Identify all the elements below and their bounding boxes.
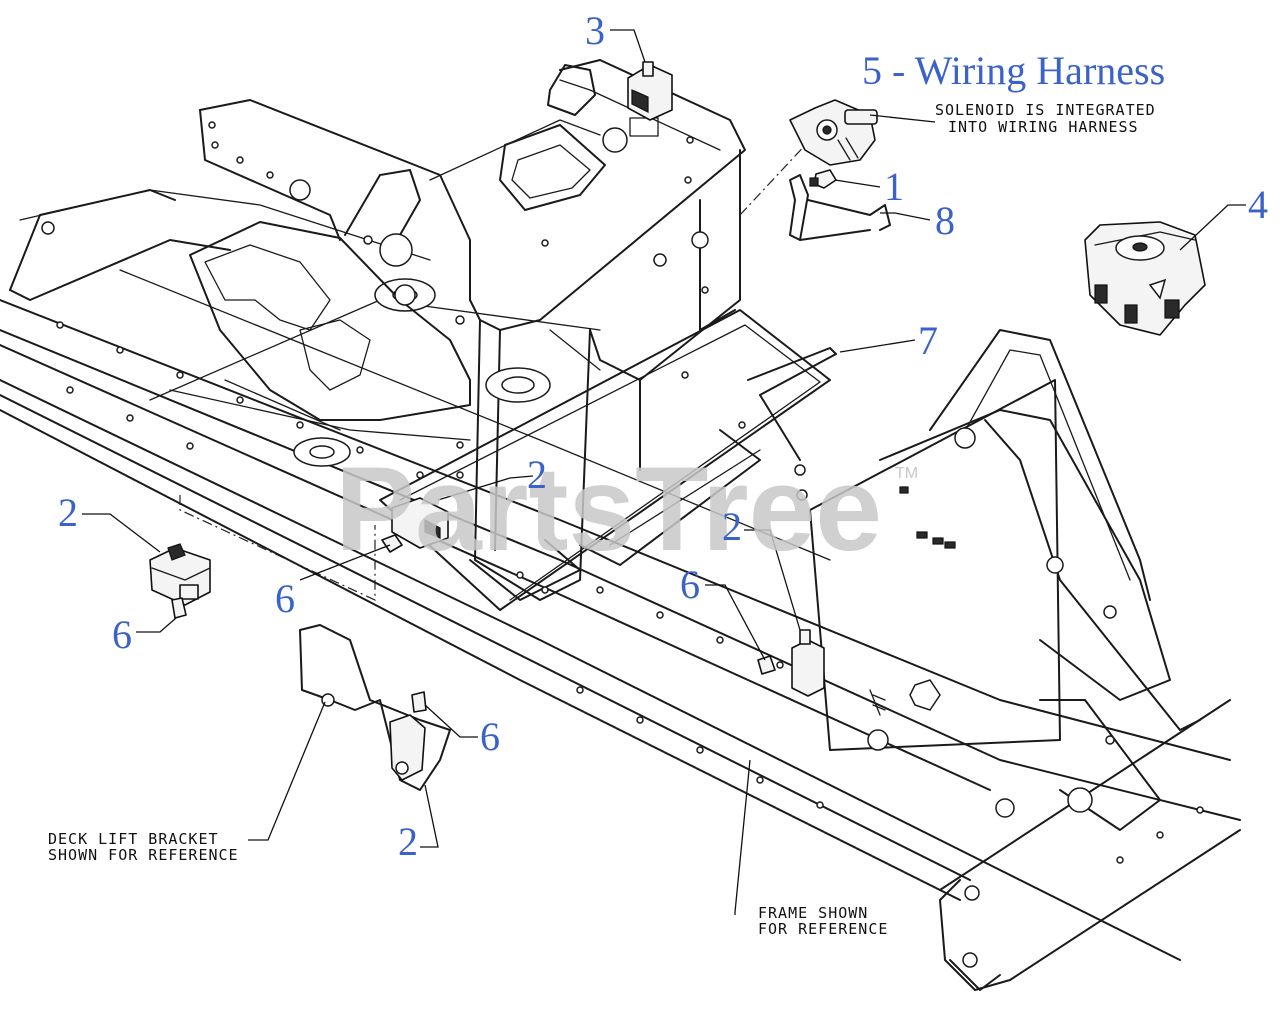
- leader-lines: [82, 29, 1246, 915]
- floor-plate: [379, 309, 831, 611]
- callout-2-right: 2: [722, 504, 742, 549]
- deck-lift-bracket: [299, 624, 451, 791]
- switch-part-2-right: [791, 629, 825, 697]
- note-solenoid-line1: SOLENOID IS INTEGRATED: [935, 101, 1156, 119]
- note-frame-line1: FRAME SHOWN: [758, 904, 868, 922]
- callout-6-center: 6: [275, 576, 295, 621]
- diagram-title: 5 - Wiring Harness: [862, 48, 1165, 93]
- callout-6-right: 6: [680, 562, 700, 607]
- callout-2-bracket: 2: [398, 819, 418, 864]
- screw-part-6-bracket: [411, 691, 427, 713]
- note-solenoid-line2: INTO WIRING HARNESS: [948, 118, 1139, 136]
- ignition-switch-part-4: [1084, 221, 1206, 336]
- switch-part-2-center: [391, 497, 449, 549]
- dash-panel: [809, 329, 1201, 831]
- seat-adjust-plate: [189, 169, 471, 421]
- screw-part-6-left: [171, 597, 187, 619]
- frame-rails: [0, 189, 1241, 991]
- callout-4: 4: [1248, 182, 1268, 227]
- seat-switch-part-3: [627, 61, 673, 121]
- callout-1: 1: [884, 164, 904, 209]
- rail-holes: [56, 321, 1204, 864]
- solenoid-part: [789, 99, 878, 166]
- assembly-lines: [179, 139, 811, 601]
- seat-tower: [199, 59, 746, 601]
- callout-2-left: 2: [58, 490, 78, 535]
- screw-part-6-right: [757, 655, 776, 675]
- floor-pan: [149, 278, 601, 467]
- note-frame-line2: FOR REFERENCE: [758, 920, 888, 938]
- watermark: PartsTree: [335, 442, 882, 576]
- callout-6-bracket: 6: [480, 714, 500, 759]
- switch-part-2-left: [149, 543, 211, 606]
- callout-2-center: 2: [527, 452, 547, 497]
- callouts: 3 1 8 4 7 2 6 2 6 2 6 6 2: [58, 8, 1268, 864]
- callout-7: 7: [918, 318, 938, 363]
- screw-part-6-center: [381, 534, 403, 553]
- note-deck-line1: DECK LIFT BRACKET: [48, 830, 219, 848]
- wire-clip-part-8: [789, 174, 891, 241]
- callout-8: 8: [935, 198, 955, 243]
- note-deck-line2: SHOWN FOR REFERENCE: [48, 846, 239, 864]
- callout-3: 3: [585, 8, 605, 53]
- bolt-part-1: [809, 169, 837, 189]
- callout-6-left: 6: [112, 612, 132, 657]
- watermark-tm: TM: [895, 465, 918, 482]
- rod-part-7: [747, 347, 837, 461]
